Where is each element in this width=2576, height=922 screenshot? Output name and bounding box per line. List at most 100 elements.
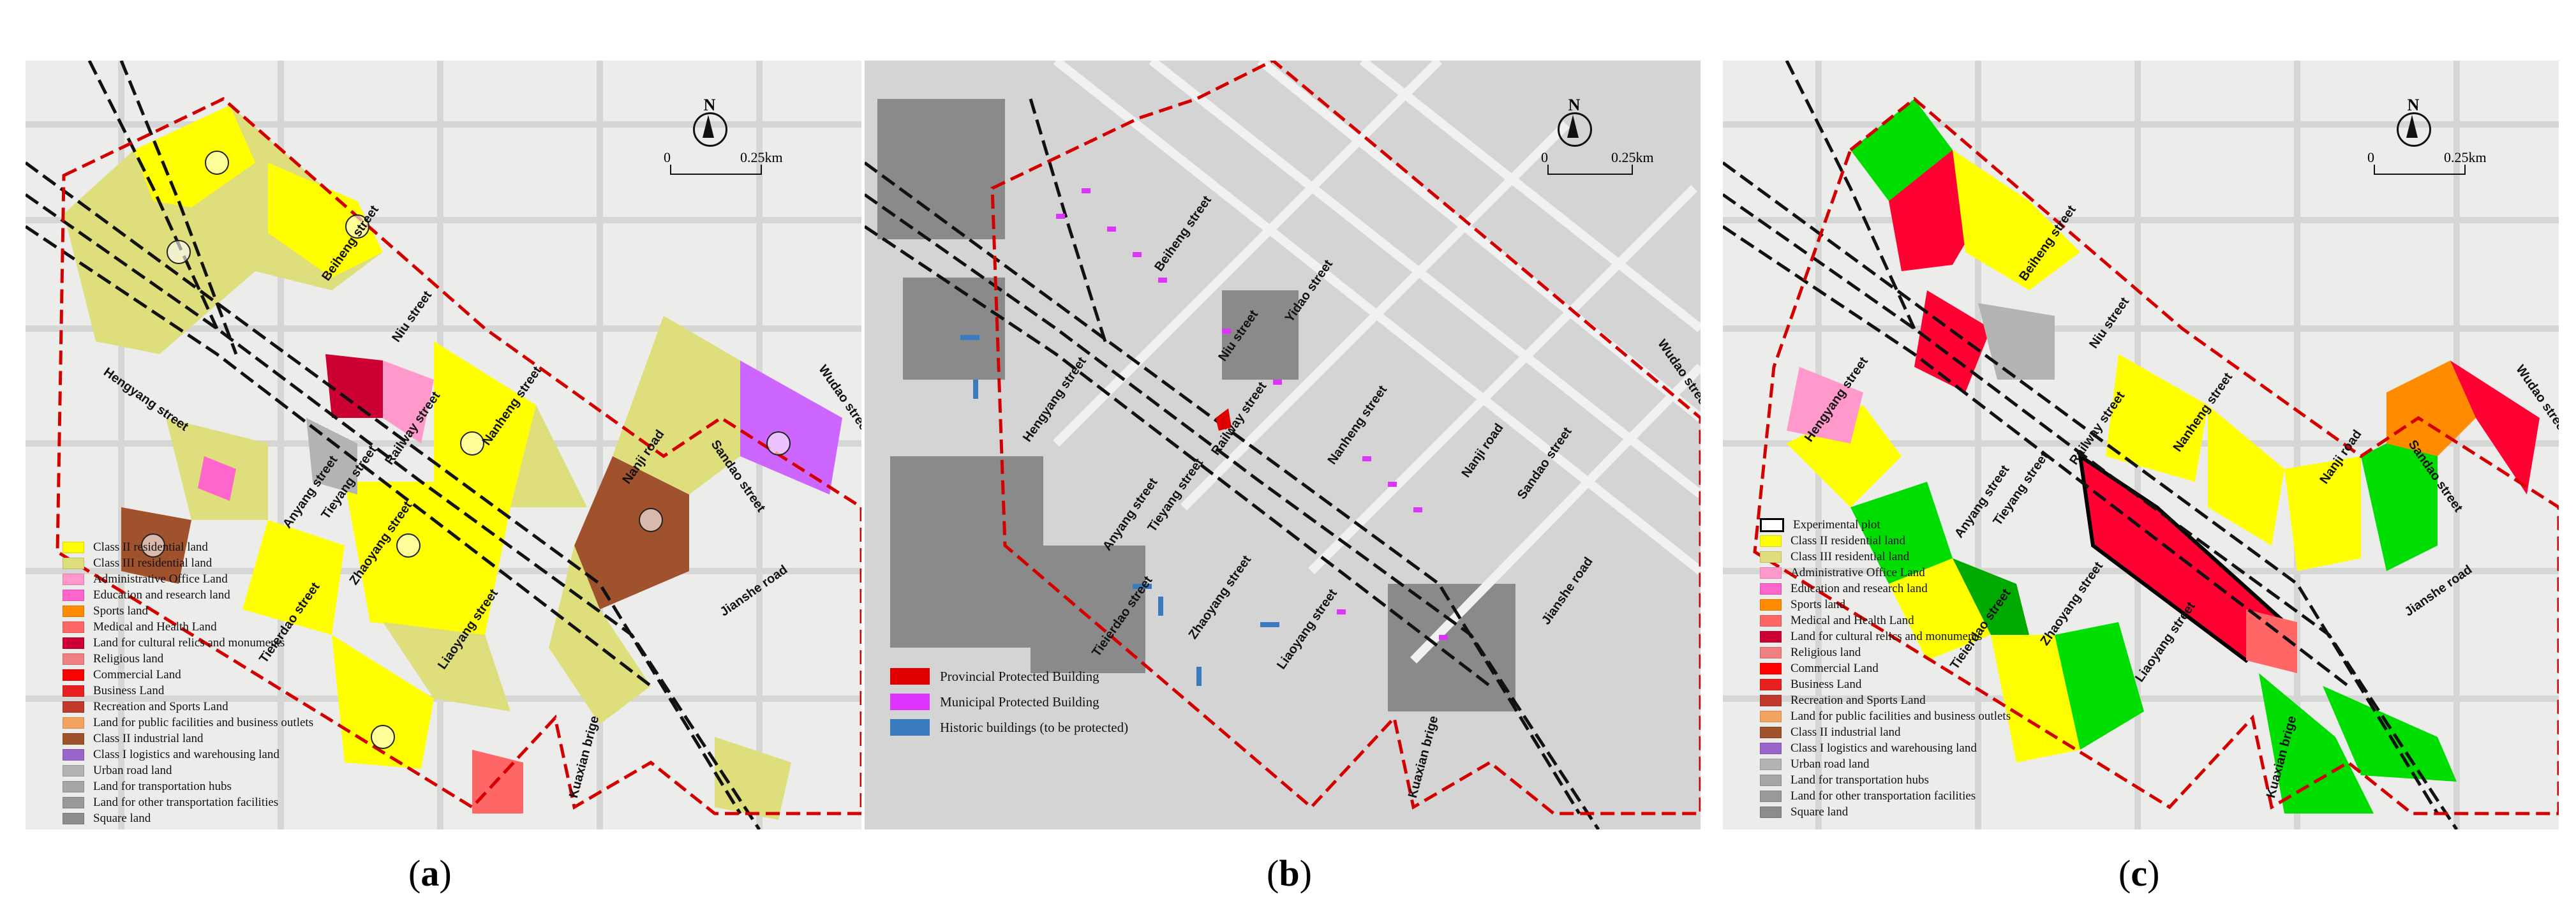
legend-item: Administrative Office Land bbox=[63, 571, 313, 587]
legend-item: Class II residential land bbox=[63, 539, 313, 555]
north-arrow-pointer-icon bbox=[1567, 115, 1579, 138]
legend-swatch bbox=[63, 812, 84, 824]
legend-label: Religious land bbox=[1791, 645, 1861, 659]
proposed-landuse-map-c bbox=[1723, 61, 2559, 829]
legend-swatch bbox=[1760, 567, 1782, 579]
legend-swatch bbox=[1760, 758, 1782, 770]
legend-label: Commercial Land bbox=[1791, 661, 1879, 675]
plot-code-labels bbox=[141, 151, 791, 749]
legend-item: Recreation and Sports Land bbox=[1760, 692, 2011, 708]
legend-item: Land for transportation hubs bbox=[1760, 772, 2011, 788]
legend-swatch bbox=[1760, 694, 1782, 706]
scale-start-label: 0 bbox=[2367, 149, 2374, 165]
north-label: N bbox=[2407, 96, 2420, 114]
legend-label: Administrative Office Land bbox=[1791, 565, 1925, 579]
legend-swatch bbox=[63, 748, 84, 761]
scale-start-label: 0 bbox=[1541, 149, 1548, 165]
legend-swatch bbox=[890, 668, 930, 685]
legend-label: Religious land bbox=[93, 651, 164, 665]
north-arrow-scale: N 0 0.25km bbox=[664, 96, 817, 179]
legend-label: Recreation and Sports Land bbox=[1791, 693, 1926, 707]
legend-swatch bbox=[63, 541, 84, 553]
legend-swatch bbox=[1760, 790, 1782, 802]
legend-item: Education and research land bbox=[63, 587, 313, 603]
landuse-map-a bbox=[26, 61, 861, 829]
municipal-protected-buildings bbox=[1056, 188, 1448, 640]
legend-label: Sports land bbox=[93, 604, 149, 618]
legend-item: Business Land bbox=[63, 683, 313, 699]
map-panel-a: Beiheng street Niu street Railway street… bbox=[26, 61, 861, 829]
caption-c: (c) bbox=[2118, 852, 2160, 894]
legend-label: Urban road land bbox=[1791, 757, 1870, 771]
legend-item: Sports land bbox=[1760, 597, 2011, 613]
legend-swatch bbox=[1760, 646, 1782, 658]
legend-label: Land for public facilities and business … bbox=[1791, 709, 2011, 723]
legend-swatch bbox=[1760, 630, 1782, 643]
legend-item: Class III residential land bbox=[63, 555, 313, 571]
legend-label: Education and research land bbox=[1791, 581, 1928, 595]
legend-swatch bbox=[63, 605, 84, 617]
legend-item: Recreation and Sports Land bbox=[63, 699, 313, 715]
legend-item: Land for public facilities and business … bbox=[1760, 708, 2011, 724]
historic-buildings bbox=[960, 335, 1279, 686]
legend-label: Recreation and Sports Land bbox=[93, 699, 228, 713]
legend-label: Business Land bbox=[93, 683, 165, 697]
legend-swatch bbox=[63, 589, 84, 601]
legend-swatch bbox=[1760, 662, 1782, 674]
legend-item: Class III residential land bbox=[1760, 549, 2011, 565]
legend-swatch bbox=[63, 717, 84, 729]
legend-label: Municipal Protected Building bbox=[940, 694, 1099, 710]
legend-label: Education and research land bbox=[93, 588, 230, 602]
legend-item: Class II industrial land bbox=[63, 731, 313, 747]
legend-swatch bbox=[63, 780, 84, 792]
scale-end-label: 0.25km bbox=[2444, 149, 2487, 165]
legend-item: Religious land bbox=[63, 651, 313, 667]
legend-item: Land for cultural relics and monuments bbox=[63, 635, 313, 651]
legend-item: Historic buildings (to be protected) bbox=[890, 715, 1128, 740]
legend-item: Commercial Land bbox=[1760, 660, 2011, 676]
legend-swatch bbox=[1760, 726, 1782, 738]
legend-item: Land for other transportation facilities bbox=[63, 794, 313, 810]
legend-item: Square land bbox=[1760, 804, 2011, 820]
legend-item: Class II residential land bbox=[1760, 533, 2011, 549]
legend-swatch bbox=[63, 764, 84, 777]
legend-item: Square land bbox=[63, 810, 313, 826]
legend-item: Land for public facilities and business … bbox=[63, 715, 313, 731]
legend-label: Urban road land bbox=[93, 763, 172, 777]
scale-bar bbox=[670, 165, 762, 175]
legend-label: Administrative Office Land bbox=[93, 572, 228, 586]
legend-label: Medical and Health Land bbox=[1791, 613, 1914, 627]
north-arrow-icon bbox=[2397, 112, 2431, 147]
legend-swatch bbox=[63, 701, 84, 713]
legend-label: Class II residential land bbox=[93, 540, 208, 554]
legend-swatch bbox=[63, 637, 84, 649]
legend-swatch bbox=[1760, 774, 1782, 786]
legend-label: Land for cultural relics and monuments bbox=[1791, 629, 1983, 643]
legend-swatch bbox=[890, 694, 930, 710]
legend-item: Experimental plot bbox=[1760, 517, 2011, 533]
legend-swatch bbox=[63, 557, 84, 569]
legend-swatch bbox=[63, 573, 84, 585]
legend-label: Commercial Land bbox=[93, 667, 181, 681]
legend-swatch bbox=[1760, 599, 1782, 611]
scale-end-label: 0.25km bbox=[1611, 149, 1654, 165]
legend-label: Land for public facilities and business … bbox=[93, 715, 314, 729]
map-panel-c: Beiheng street Niu street Railway street… bbox=[1723, 61, 2559, 829]
legend-label: Class III residential land bbox=[1791, 549, 1910, 563]
legend-label: Land for transportation hubs bbox=[93, 779, 232, 793]
legend-item: Medical and Health Land bbox=[63, 619, 313, 635]
scale-end-label: 0.25km bbox=[740, 149, 783, 165]
legend-swatch bbox=[1760, 517, 1784, 532]
legend-item: Education and research land bbox=[1760, 581, 2011, 597]
legend-item: Land for other transportation facilities bbox=[1760, 788, 2011, 804]
legend-swatch bbox=[63, 653, 84, 665]
scale-start-label: 0 bbox=[664, 149, 671, 165]
legend-swatch bbox=[890, 719, 930, 736]
legend-label: Historic buildings (to be protected) bbox=[940, 719, 1129, 735]
legend-item: Municipal Protected Building bbox=[890, 689, 1128, 715]
legend-label: Class I logistics and warehousing land bbox=[1791, 741, 1977, 755]
scale-bar bbox=[2374, 165, 2466, 175]
